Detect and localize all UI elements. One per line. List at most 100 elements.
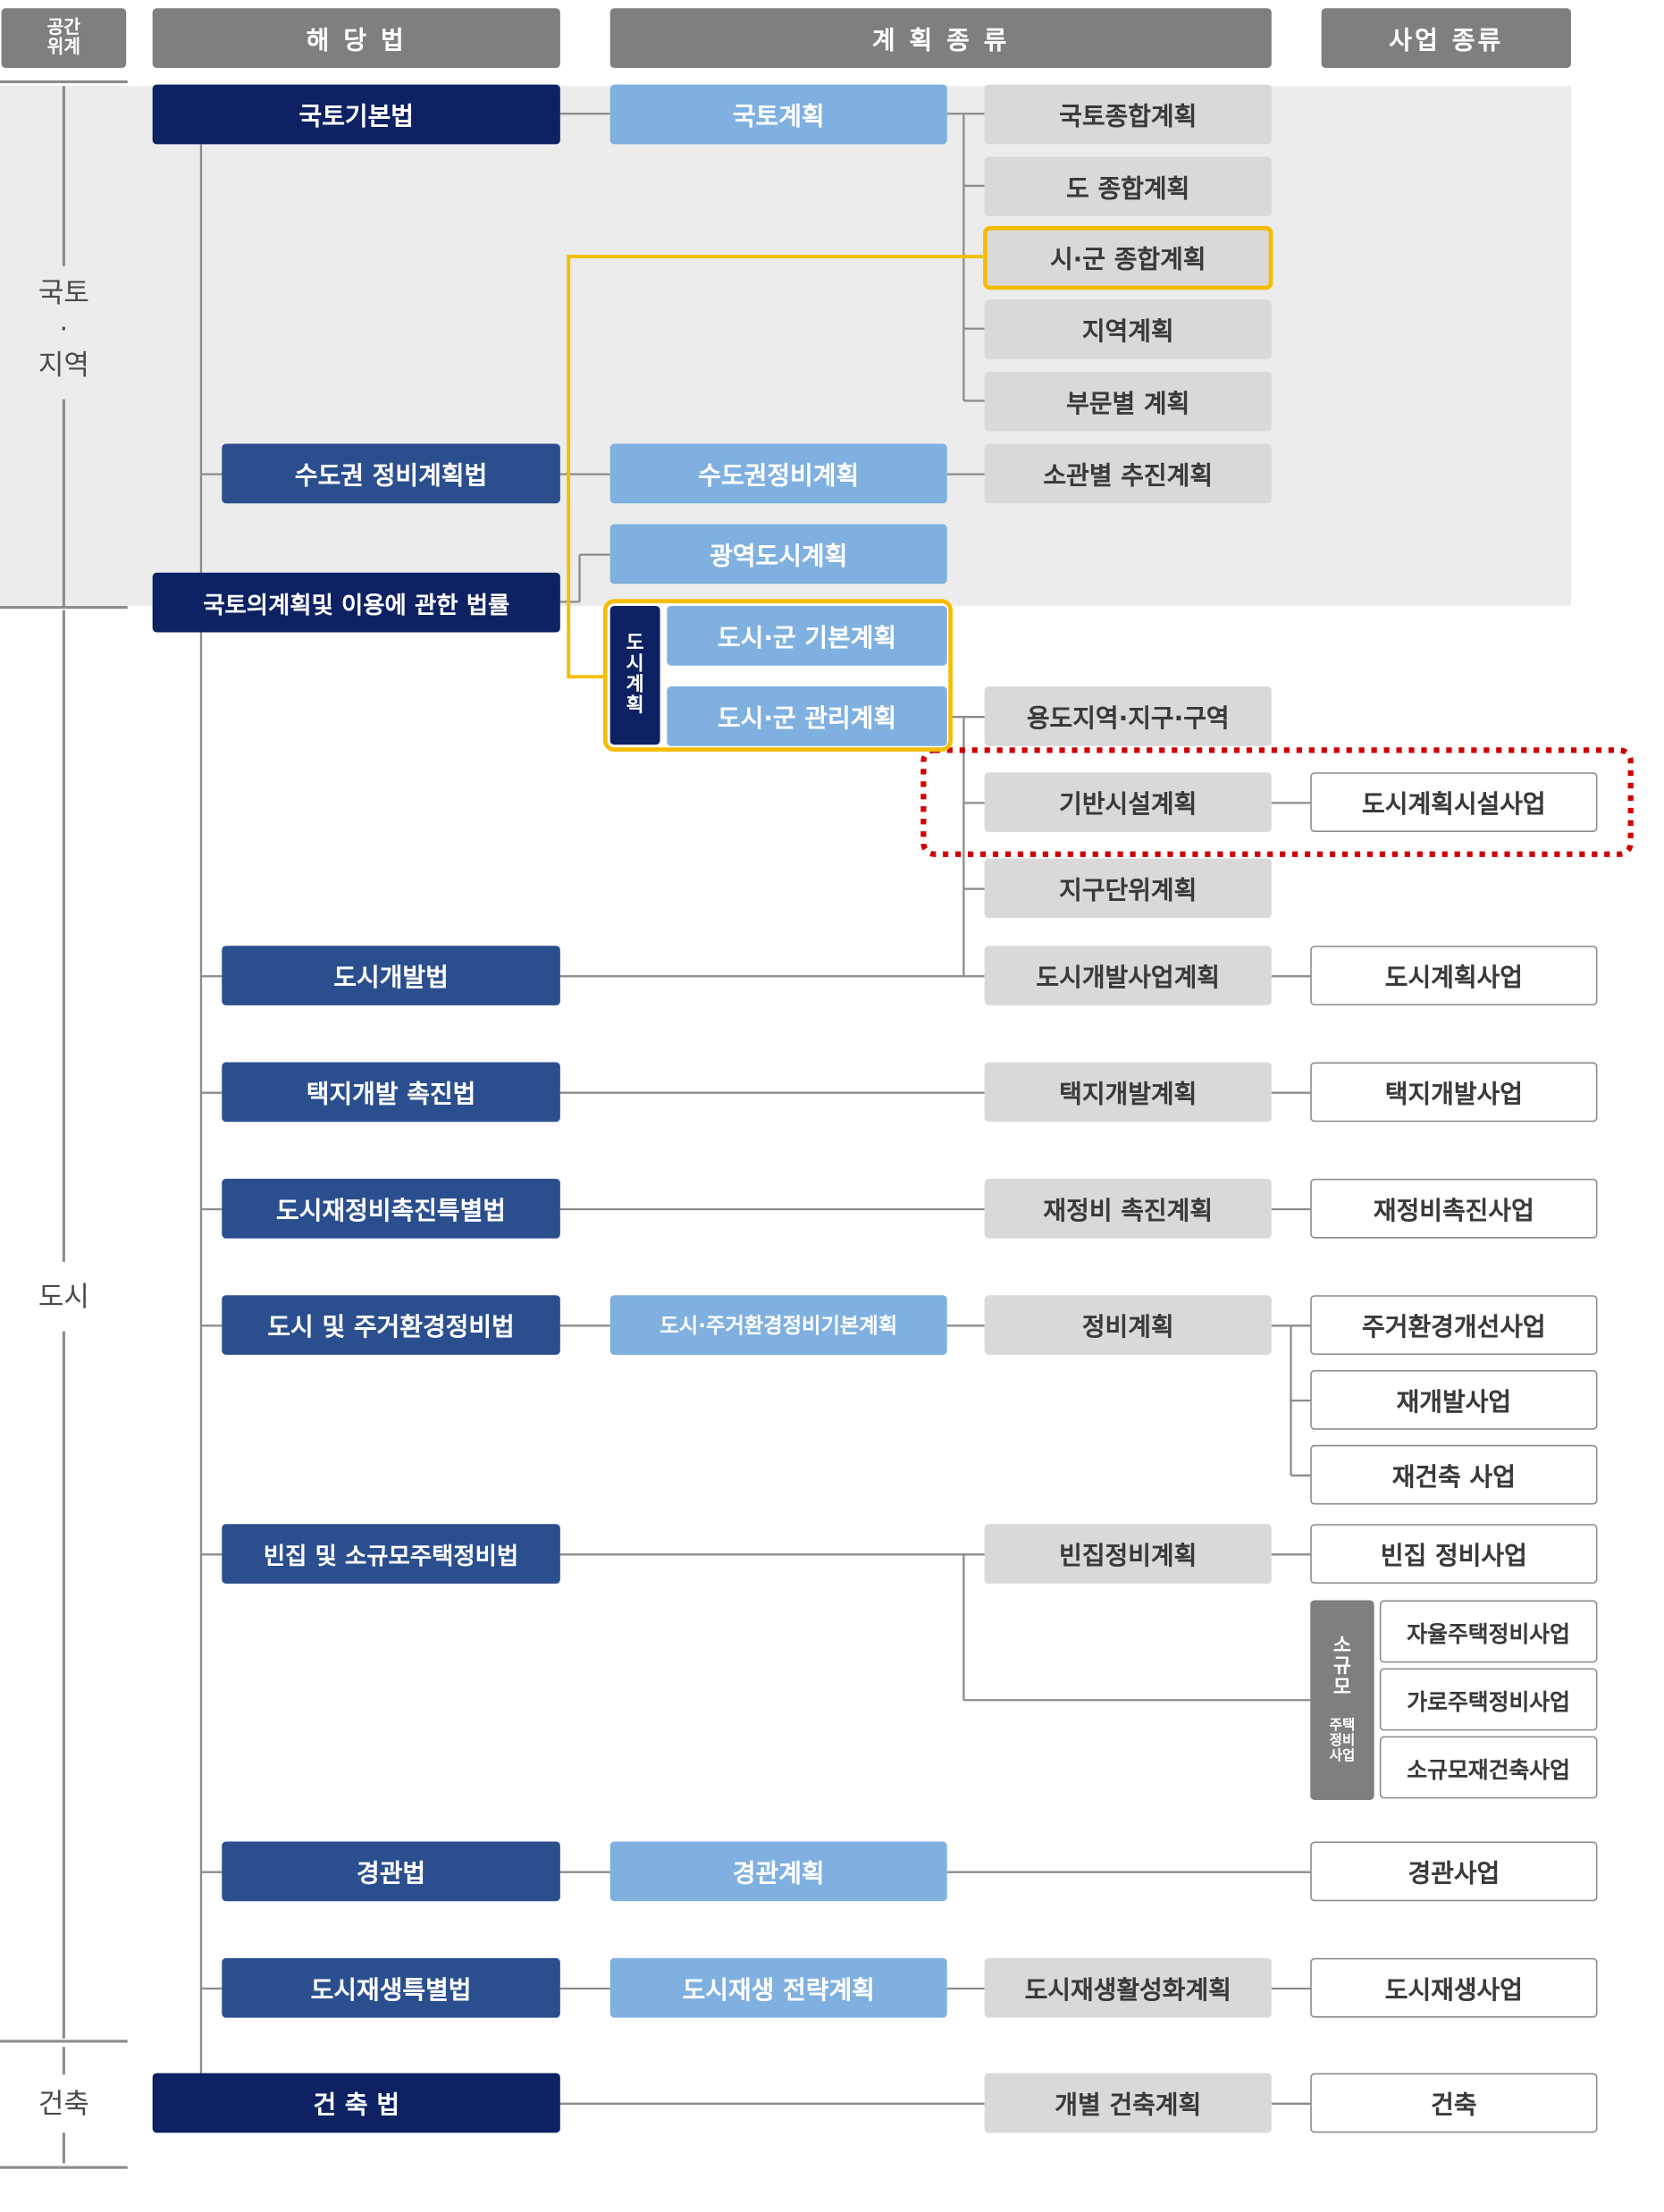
- biz-small-rebuild: 소규모재건축사업: [1379, 1736, 1598, 1799]
- biz-jugeo: 주거환경개선사업: [1310, 1295, 1598, 1355]
- tag-char: 소: [1332, 1635, 1351, 1658]
- plan-city-basic: 도시·군 기본계획: [667, 606, 947, 666]
- biz-label: 가로주택정비사업: [1407, 1688, 1570, 1715]
- type-label: 택지개발계획: [1059, 1079, 1198, 1109]
- type-taekji: 택지개발계획: [984, 1062, 1272, 1123]
- law-gyeonggwan: 경관법: [222, 1841, 560, 1902]
- type-do-total: 도 종합계획: [984, 156, 1272, 217]
- biz-label: 주거환경개선사업: [1362, 1312, 1546, 1342]
- type-sogwan: 소관별 추진계획: [984, 443, 1272, 504]
- type-label: 지구단위계획: [1059, 875, 1198, 905]
- header-plan-label: 계 획 종 류: [871, 25, 1010, 55]
- type-label: 개별 건축계획: [1055, 2090, 1202, 2120]
- biz-label: 소규모재건축사업: [1407, 1756, 1570, 1783]
- plan-gyeonggwan: 경관계획: [609, 1841, 947, 1902]
- plan-label: 광역도시계획: [710, 541, 848, 571]
- type-label: 지역계획: [1081, 316, 1174, 347]
- law-jugeo: 도시 및 주거환경정비법: [222, 1295, 560, 1355]
- law-label: 도시재생특별법: [310, 1975, 472, 2005]
- tag-word: 정비: [1329, 1733, 1356, 1749]
- header-biz: 사업 종류: [1321, 8, 1571, 69]
- type-regen-act: 도시재생활성화계획: [984, 1957, 1272, 2018]
- plan-label: 경관계획: [732, 1858, 825, 1888]
- type-label: 도 종합계획: [1066, 173, 1190, 204]
- axis-line: [62, 399, 65, 607]
- biz-rebuild: 재건축 사업: [1310, 1444, 1598, 1505]
- type-binjip: 빈집정비계획: [984, 1524, 1272, 1584]
- law-label: 국토의계획및 이용에 관한 법률: [203, 592, 510, 620]
- divider-line: [0, 606, 128, 609]
- type-jigu: 지구단위계획: [984, 858, 1272, 919]
- biz-gyeonggwan: 경관사업: [1310, 1841, 1598, 1902]
- axis-line: [62, 2047, 65, 2075]
- law-label: 경관법: [357, 1858, 426, 1888]
- type-label: 소관별 추진계획: [1043, 460, 1214, 491]
- law-label: 국토기본법: [298, 102, 415, 131]
- type-label: 도시개발사업계획: [1036, 963, 1220, 993]
- axis-line: [62, 86, 65, 266]
- law-gukto-use: 국토의계획및 이용에 관한 법률: [152, 572, 560, 633]
- biz-label: 건축: [1431, 2090, 1477, 2120]
- tag-word: 사업: [1329, 1748, 1356, 1764]
- header-space-label: 공간 위계: [46, 17, 80, 58]
- header-law: 해 당 법: [152, 8, 560, 69]
- header-biz-label: 사업 종류: [1389, 25, 1504, 55]
- tag-char: 시: [626, 652, 644, 676]
- biz-redev: 재개발사업: [1310, 1369, 1598, 1430]
- type-label: 시·군 종합계획: [1049, 245, 1206, 275]
- axis-line: [62, 1331, 65, 2039]
- header-law-label: 해 당 법: [306, 25, 407, 55]
- tag-char: 모: [1332, 1676, 1351, 1699]
- city-plan-tag: 도 시 계 획: [609, 606, 660, 745]
- type-label: 국토종합계획: [1059, 102, 1198, 131]
- divider-line: [0, 2166, 128, 2168]
- side-label-national: 국토 · 지역: [38, 275, 89, 382]
- biz-binjip: 빈집 정비사업: [1310, 1524, 1598, 1584]
- biz-label: 빈집 정비사업: [1380, 1541, 1527, 1571]
- divider-line: [0, 2040, 128, 2042]
- tag-char: 도: [626, 632, 644, 655]
- law-label: 도시개발법: [333, 963, 449, 993]
- biz-label: 도시재생사업: [1384, 1975, 1523, 2005]
- plan-sudogwon: 수도권정비계획: [609, 443, 947, 504]
- biz-taekji: 택지개발사업: [1310, 1062, 1598, 1123]
- biz-label: 도시계획사업: [1384, 963, 1523, 993]
- law-label: 건 축 법: [313, 2090, 400, 2120]
- plan-label: 국토계획: [732, 102, 825, 131]
- biz-label: 도시계획시설사업: [1362, 789, 1546, 820]
- small-housing-tag: 소 규 모 주택 정비 사업: [1310, 1600, 1374, 1800]
- law-building: 건 축 법: [152, 2073, 560, 2133]
- biz-regen: 도시재생사업: [1310, 1957, 1598, 2018]
- type-sigun-total: 시·군 종합계획: [983, 225, 1273, 290]
- header-plan: 계 획 종 류: [609, 8, 1272, 69]
- plan-label: 도시·군 관리계획: [717, 703, 897, 734]
- plan-gwangyeok: 광역도시계획: [609, 524, 947, 585]
- law-label: 빈집 및 소규모주택정비법: [263, 1543, 519, 1571]
- biz-label: 재건축 사업: [1391, 1462, 1516, 1492]
- plan-label: 도시재생 전략계획: [682, 1975, 875, 2005]
- plan-regen: 도시재생 전략계획: [609, 1957, 947, 2018]
- type-dev-biz: 도시개발사업계획: [984, 946, 1272, 1005]
- axis-line: [62, 610, 65, 1262]
- type-region: 지역계획: [984, 299, 1272, 359]
- type-label: 도시재생활성화계획: [1024, 1975, 1231, 2005]
- plan-city-mgmt: 도시·군 관리계획: [667, 686, 947, 746]
- law-gukto-basic: 국토기본법: [152, 84, 560, 145]
- biz-building: 건축: [1310, 2073, 1598, 2133]
- national-region-band: [0, 86, 1571, 607]
- law-jaejeongbi: 도시재정비촉진특별법: [222, 1178, 560, 1239]
- type-building: 개별 건축계획: [984, 2073, 1272, 2133]
- type-sector: 부문별 계획: [984, 371, 1272, 432]
- tag-char: 획: [626, 694, 644, 718]
- law-binjip: 빈집 및 소규모주택정비법: [222, 1524, 560, 1584]
- type-label: 기반시설계획: [1059, 789, 1198, 820]
- type-label: 부문별 계획: [1066, 389, 1190, 418]
- type-label: 용도지역·지구·구역: [1026, 703, 1230, 734]
- law-regen: 도시재생특별법: [222, 1957, 560, 2018]
- axis-line: [62, 2132, 65, 2164]
- plan-jugeo-basic: 도시·주거환경정비기본계획: [609, 1295, 947, 1355]
- biz-jaejeongbi: 재정비촉진사업: [1310, 1178, 1598, 1239]
- tag-char: 계: [626, 674, 644, 696]
- type-label: 정비계획: [1081, 1312, 1174, 1342]
